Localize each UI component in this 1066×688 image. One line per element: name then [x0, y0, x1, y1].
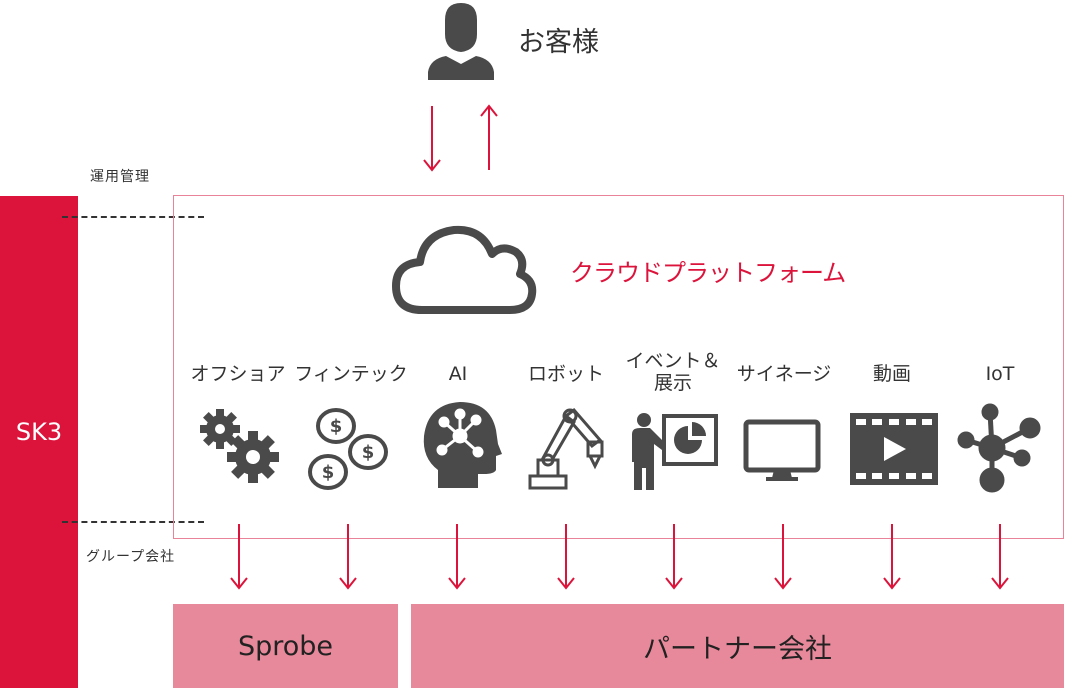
- ops-management-label: 運用管理: [90, 169, 150, 185]
- service-label-ai: AI: [448, 363, 468, 385]
- ops-dashed-line: [62, 216, 204, 218]
- cloud-platform-box: [173, 195, 1064, 539]
- group-company-label: グループ会社: [86, 549, 176, 565]
- sprobe-box: Sprobe: [173, 604, 398, 688]
- service-arrows: [230, 524, 1009, 590]
- sk3-bar: [0, 196, 78, 688]
- svg-text:$: $: [362, 442, 375, 463]
- robot-arm-icon: [528, 407, 604, 490]
- service-label-offshore: オフショア: [190, 363, 286, 385]
- network-icon: [957, 403, 1041, 493]
- customer-arrows: [423, 104, 498, 172]
- partner-company-box: パートナー会社: [411, 604, 1064, 688]
- group-dashed-line: [62, 521, 204, 523]
- svg-text:$: $: [322, 462, 335, 483]
- service-label-fintech: フィンテック: [294, 363, 408, 385]
- monitor-icon: [743, 419, 821, 481]
- sk3-label: SK3: [15, 418, 63, 446]
- coins-icon: $ $ $: [308, 408, 388, 490]
- platform-title: クラウドプラットフォーム: [570, 259, 846, 287]
- svg-text:$: $: [330, 416, 343, 437]
- service-label-robot: ロボット: [527, 363, 604, 385]
- presentation-icon: [632, 413, 718, 490]
- service-label-event: イベント＆ 展示: [625, 350, 721, 394]
- service-label-iot: IoT: [985, 363, 1015, 385]
- service-label-video: 動画: [872, 363, 911, 385]
- customer-label: お客様: [518, 27, 599, 58]
- video-icon: [850, 413, 938, 485]
- brain-icon: [423, 402, 502, 488]
- cloud-icon: [392, 225, 537, 314]
- person-icon: [428, 3, 494, 80]
- sprobe-label: Sprobe: [237, 630, 334, 662]
- service-label-signage: サイネージ: [736, 363, 832, 385]
- partner-company-label: パートナー会社: [643, 633, 832, 665]
- gears-icon: [200, 409, 279, 483]
